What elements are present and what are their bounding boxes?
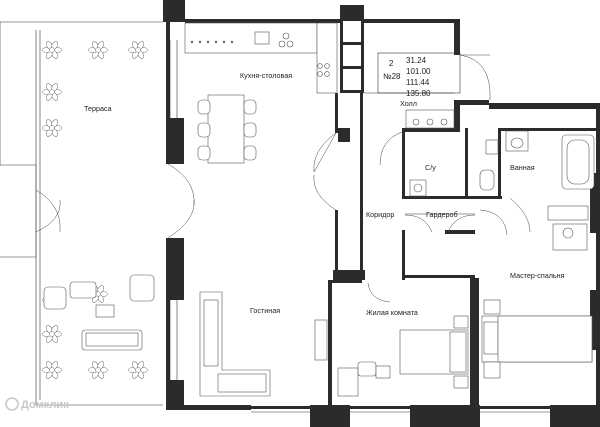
toilet-fixtures <box>405 109 499 197</box>
plant-icon <box>42 83 62 101</box>
bathroom-fixtures <box>505 130 595 233</box>
counter-dot <box>206 40 210 44</box>
counter-dot <box>214 40 218 44</box>
room-label-hall: Холл <box>400 99 417 108</box>
terrace-plants <box>42 41 148 379</box>
plant-icon <box>42 41 62 59</box>
area-2: 101.00 <box>406 67 431 76</box>
room-label-wardrobe: Гардероб <box>426 210 458 219</box>
terrace-lounge <box>43 274 155 351</box>
counter-dot <box>222 40 226 44</box>
room-label-terrace: Терраса <box>84 104 112 113</box>
counter-dot <box>230 40 234 44</box>
apartment-info: 2 №28 31.24 101.00 111.44 135.80 <box>383 56 431 98</box>
plant-icon <box>128 41 148 59</box>
windows <box>169 40 550 413</box>
watermark: Домклик <box>5 397 69 411</box>
counter-dot <box>198 40 202 44</box>
plant-icon <box>42 361 62 379</box>
area-3: 111.44 <box>406 78 430 87</box>
room-label-toilet: С/у <box>425 163 436 172</box>
room-count: 2 <box>389 59 394 68</box>
hall-features <box>364 52 491 166</box>
room-label-corridor: Коридор <box>366 210 394 219</box>
wardrobe-doors <box>404 213 476 233</box>
area-1: 31.24 <box>406 56 427 65</box>
room-label-bathroom: Ванная <box>510 163 535 172</box>
living-terrace-door <box>167 163 195 239</box>
living-furniture <box>199 291 328 397</box>
master-furniture <box>479 209 593 379</box>
plant-icon <box>42 325 62 343</box>
room-label-bedroom: Жилая комната <box>366 308 418 317</box>
room-label-living: Гостиная <box>250 306 280 315</box>
bedroom-furniture <box>337 282 469 397</box>
counter-dot <box>190 40 194 44</box>
watermark-text: Домклик <box>21 399 69 411</box>
plant-icon <box>88 361 108 379</box>
apartment-number: №28 <box>383 72 401 81</box>
area-4: 135.80 <box>406 89 431 98</box>
room-label-kitchen: Кухня-столовая <box>240 71 292 80</box>
room-label-master: Мастер-спальня <box>510 271 565 280</box>
plant-icon <box>42 119 62 137</box>
kitchen-furniture <box>184 22 338 164</box>
walls <box>163 0 600 427</box>
plant-icon <box>88 41 108 59</box>
terrace-area <box>0 21 163 406</box>
kitchen-door <box>313 132 337 211</box>
plant-icon <box>128 361 148 379</box>
